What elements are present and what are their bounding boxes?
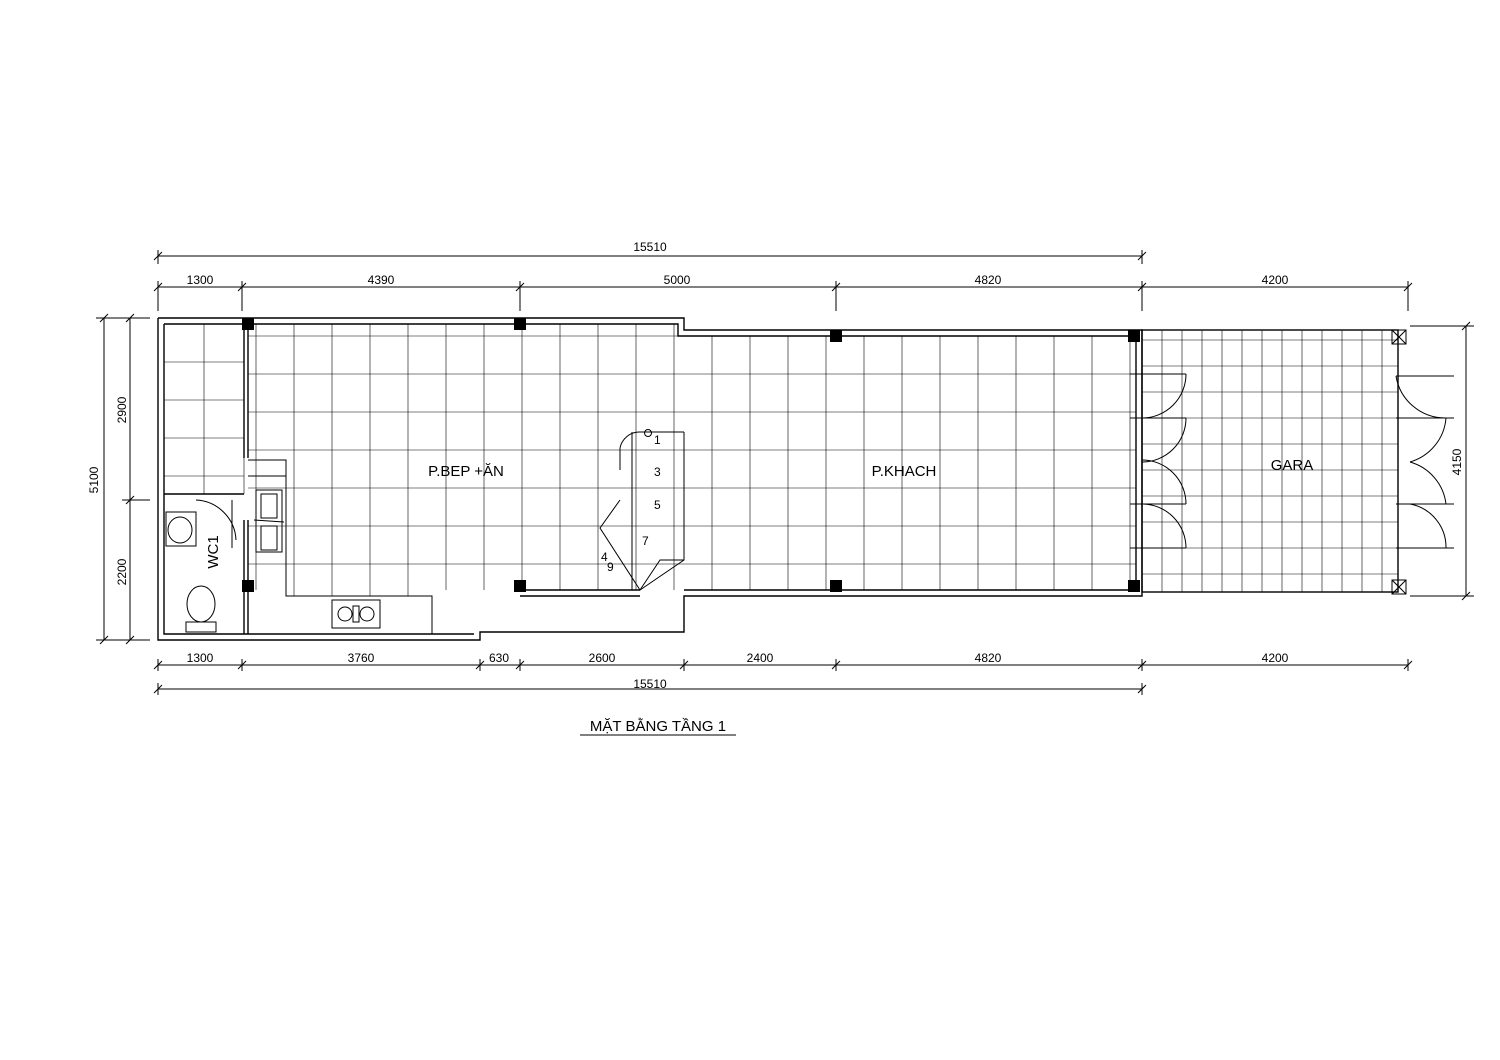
left-dim-2: 2200: [115, 558, 129, 585]
room-label-kitchen-dining: P.BEP +ĂN: [428, 463, 504, 480]
bottom-dim-5: 2400: [747, 651, 774, 665]
staircase: 1 3 5 7 4 9: [599, 429, 685, 591]
left-dim-1: 2900: [115, 396, 129, 423]
right-dimension-chain: 4150: [1410, 321, 1474, 601]
top-total-dimension: 15510: [633, 240, 667, 254]
stair-step-9: 9: [607, 560, 614, 574]
garage-gate-right: [1395, 375, 1454, 549]
building-walls: [157, 317, 1399, 641]
stair-step-3: 3: [654, 465, 661, 479]
bottom-dim-4: 2600: [589, 651, 616, 665]
stair-step-4: 4: [601, 550, 608, 564]
stair-step-7: 7: [642, 534, 649, 548]
garage-gate-left: [1130, 373, 1187, 549]
top-dim-4: 4820: [975, 273, 1002, 287]
top-dim-1: 1300: [187, 273, 214, 287]
bottom-dim-1: 1300: [187, 651, 214, 665]
drawing-title: MẶT BẰNG TẦNG 1: [590, 717, 726, 735]
bottom-dim-7: 4200: [1262, 651, 1289, 665]
top-dim-2: 4390: [368, 273, 395, 287]
floor-tile-grid: [163, 323, 1398, 596]
room-label-wc: WC1: [205, 535, 222, 568]
stair-step-1: 1: [654, 433, 661, 447]
top-dim-5: 4200: [1262, 273, 1289, 287]
top-dimension-chain: 15510 1300 4390 5000 4820 4200: [153, 240, 1413, 311]
bottom-dim-6: 4820: [975, 651, 1002, 665]
left-dimension-chain: 5100 2900 2200: [87, 313, 150, 645]
room-label-living: P.KHACH: [872, 463, 937, 480]
room-label-garage: GARA: [1271, 457, 1314, 474]
top-dim-3: 5000: [664, 273, 691, 287]
bottom-dim-3: 630: [489, 651, 509, 665]
wc-fixtures: [165, 499, 237, 633]
left-total-dimension: 5100: [87, 466, 101, 493]
right-total-dimension: 4150: [1450, 448, 1464, 475]
stair-step-5: 5: [654, 498, 661, 512]
structural-columns: [242, 318, 1407, 595]
kitchen-fixtures: [253, 489, 381, 629]
bottom-dim-2: 3760: [348, 651, 375, 665]
bottom-total-dimension: 15510: [633, 677, 667, 691]
bottom-dimension-chain: 1300 3760 630 2600 2400 4820 4200 15510: [153, 651, 1413, 695]
